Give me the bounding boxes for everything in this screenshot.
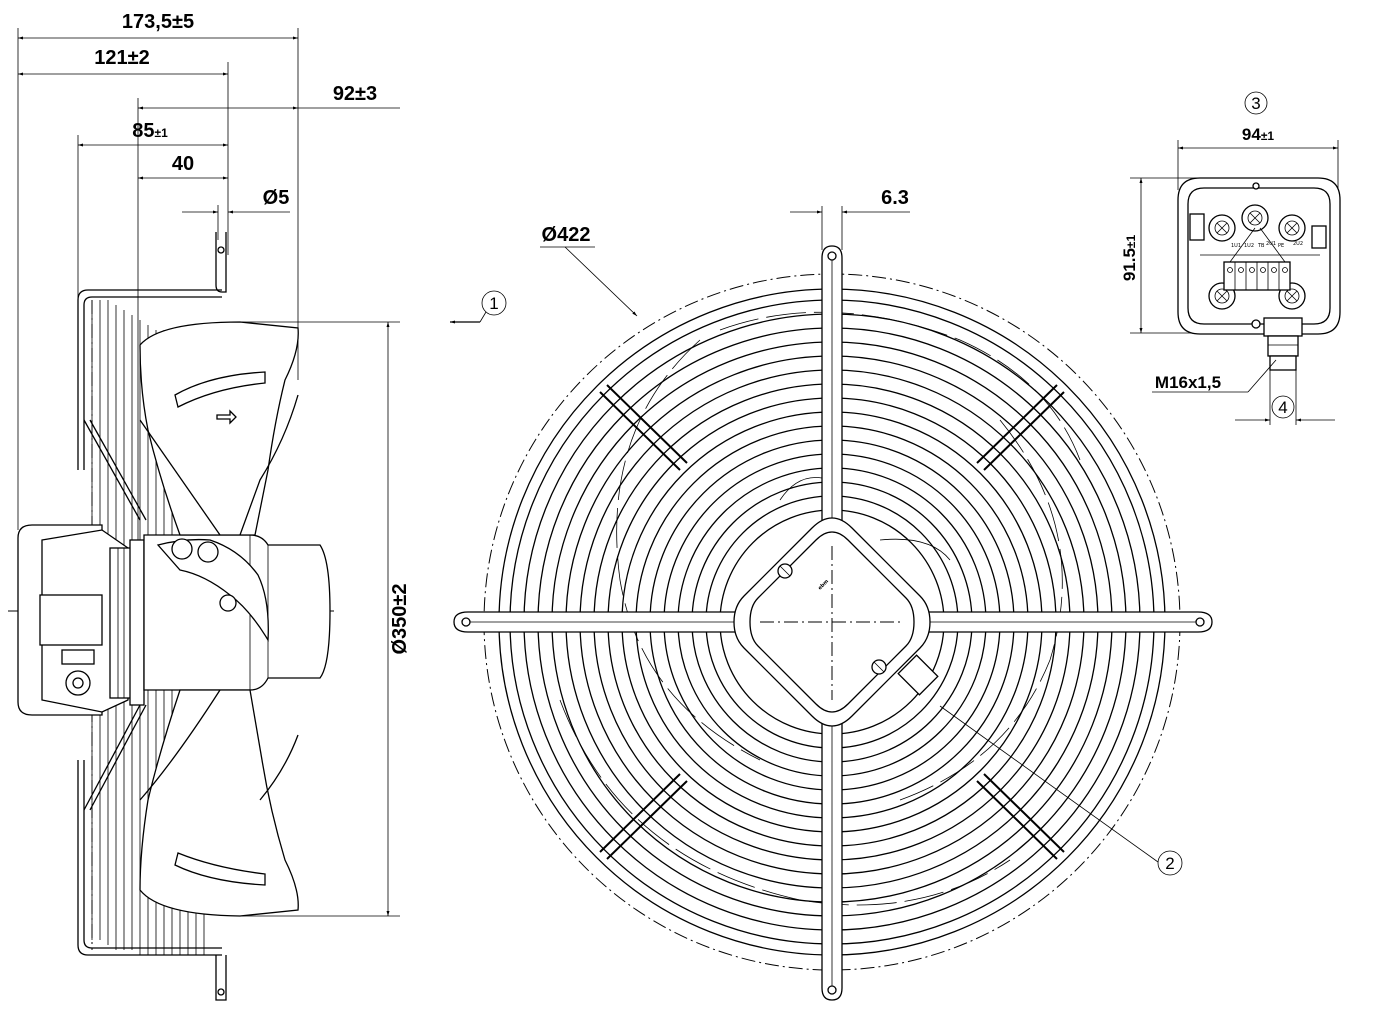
side-rotor (139, 321, 331, 917)
blade-outlines (559, 311, 1081, 906)
callout-2: 2 (1157, 850, 1183, 876)
terminal-strip (1189, 213, 1327, 291)
svg-text:TB: TB (1257, 243, 1265, 249)
svg-text:4: 4 (1278, 398, 1287, 417)
dim-85: 85±1 (132, 120, 168, 142)
callout-3: 3 (1244, 91, 1268, 115)
motor-face: ebm (733, 517, 939, 727)
callout-4: 4 (1271, 395, 1295, 419)
svg-text:2U1: 2U1 (1266, 241, 1276, 247)
terminal-box-outline (1177, 177, 1341, 335)
side-view: 173,5±5 121±2 92±3 85±1 40 Ø5 Ø350±2 (8, 11, 411, 1001)
dim-blade-depth: 92±3 (333, 83, 377, 105)
side-dimension-lines (18, 36, 400, 916)
callout-2-leader (939, 705, 1159, 863)
dim-rod: 6.3 (881, 187, 909, 209)
dim-box-width: 94±1 (1242, 125, 1275, 144)
side-motor (17, 524, 145, 716)
dim-guard-to-hub: 121±2 (94, 47, 149, 69)
dim-overall-length: 173,5±5 (122, 11, 194, 33)
svg-text:1U1: 1U1 (1231, 243, 1241, 249)
terminal-labels: 1U1 1U2 2U1 2U2 PE TB (1231, 241, 1303, 249)
dim-40: 40 (172, 153, 194, 175)
front-view: ebm 6.3 Ø422 1 2 (450, 187, 1213, 1001)
svg-text:1: 1 (489, 294, 498, 313)
cable-gland (1235, 317, 1335, 425)
thread-label: M16x1,5 (1155, 373, 1221, 392)
svg-text:PE: PE (1278, 243, 1284, 249)
dim-box-height: 91.5±1 (1120, 235, 1139, 282)
svg-text:1U2: 1U2 (1244, 243, 1254, 249)
dim-diameter-422: Ø422 (542, 224, 591, 246)
dim-diameter-350: Ø350±2 (389, 583, 411, 654)
callout-1: 1 (481, 290, 507, 316)
svg-text:2: 2 (1165, 854, 1174, 873)
svg-text:2U2: 2U2 (1293, 241, 1303, 247)
rod-dimension (790, 206, 910, 250)
terminal-box-view: 94±1 91.5±1 3 (1120, 91, 1341, 425)
dim-wire-diameter: Ø5 (263, 187, 290, 209)
svg-text:3: 3 (1251, 94, 1260, 113)
diameter-422-leader (564, 246, 638, 317)
